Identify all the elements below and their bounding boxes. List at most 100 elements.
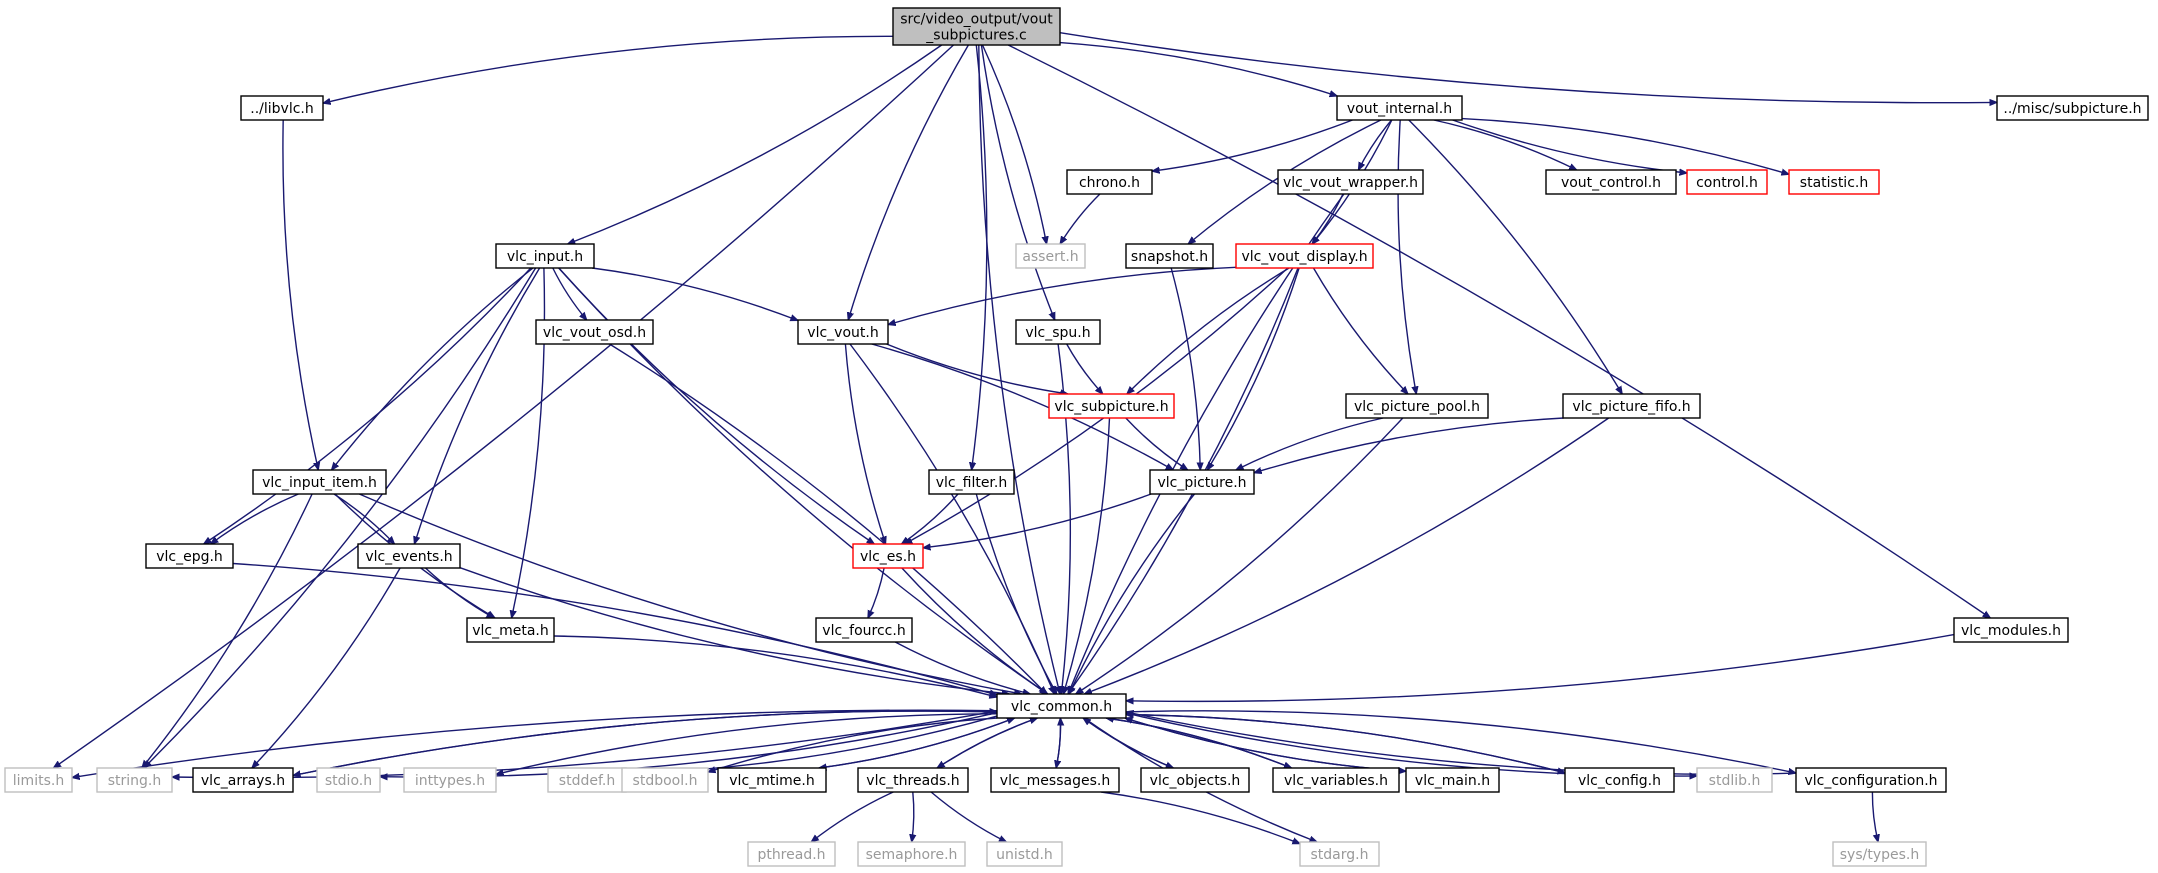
node-vlc_spu[interactable]: vlc_spu.h (1015, 319, 1101, 345)
node-control[interactable]: control.h (1686, 169, 1768, 195)
edge-root-to-vlc_modules (1007, 44, 1990, 618)
node-vlc_es[interactable]: vlc_es.h (852, 543, 924, 569)
node-label-snapshot: snapshot.h (1131, 249, 1208, 265)
edge-vlc_events-to-vlc_arrays (252, 567, 401, 768)
edge-vlc_filter-to-vlc_es (902, 493, 959, 544)
node-box-vlc_threads (857, 767, 969, 793)
node-label-vlc_main: vlc_main.h (1415, 773, 1490, 789)
node-label-vlc_picture_pool: vlc_picture_pool.h (1354, 399, 1480, 415)
node-label-vlc_spu: vlc_spu.h (1025, 325, 1090, 341)
node-vlc_picture_fifo[interactable]: vlc_picture_fifo.h (1562, 393, 1701, 419)
node-vlc_input_item[interactable]: vlc_input_item.h (252, 469, 387, 495)
node-stdio: stdio.h (316, 767, 381, 793)
node-box-vlc_messages (990, 767, 1120, 793)
edge-vlc_threads-to-pthread (811, 791, 894, 842)
node-vlc_vout[interactable]: vlc_vout.h (797, 319, 889, 345)
node-vout_control[interactable]: vout_control.h (1545, 169, 1677, 195)
node-label-limits: limits.h (13, 773, 64, 789)
node-label-stdio: stdio.h (325, 773, 372, 789)
node-label-vlc_common: vlc_common.h (1011, 699, 1112, 715)
edge-vlc_picture_fifo-to-vlc_picture (1254, 417, 1564, 473)
node-vlc_meta[interactable]: vlc_meta.h (466, 617, 555, 643)
node-box-vlc_meta (466, 617, 555, 643)
node-vlc_picture[interactable]: vlc_picture.h (1149, 469, 1255, 495)
node-misc_subpicture[interactable]: ../misc/subpicture.h (1996, 95, 2149, 121)
node-vlc_arrays[interactable]: vlc_arrays.h (192, 767, 294, 793)
node-root[interactable]: src/video_output/vout_subpictures.c (892, 7, 1061, 46)
node-limits: limits.h (4, 767, 73, 793)
node-label-assert: assert.h (1022, 249, 1078, 265)
node-box-limits (4, 767, 73, 793)
node-label-inttypes: inttypes.h (415, 773, 485, 789)
node-vlc_variables[interactable]: vlc_variables.h (1272, 767, 1400, 793)
node-stdlib: stdlib.h (1696, 767, 1773, 793)
edge-vlc_events-to-vlc_meta (425, 567, 495, 618)
node-label-vlc_es: vlc_es.h (860, 549, 916, 565)
node-vlc_fourcc[interactable]: vlc_fourcc.h (815, 617, 913, 643)
node-vlc_events[interactable]: vlc_events.h (357, 543, 461, 569)
node-statistic[interactable]: statistic.h (1788, 169, 1880, 195)
node-label-stdlib: stdlib.h (1709, 773, 1761, 789)
node-vlc_epg[interactable]: vlc_epg.h (145, 543, 234, 569)
edge-vlc_spu-to-vlc_common (1057, 343, 1072, 694)
node-vlc_objects[interactable]: vlc_objects.h (1140, 767, 1250, 793)
node-vlc_messages[interactable]: vlc_messages.h (990, 767, 1120, 793)
edge-vout_internal-to-chrono (1152, 119, 1353, 171)
edge-vlc_input-to-vlc_es (558, 267, 875, 544)
edge-vlc_spu-to-vlc_subpicture (1066, 343, 1103, 394)
node-box-vlc_fourcc (815, 617, 913, 643)
edge-vlc_common-to-limits (72, 709, 998, 777)
edge-root-to-vout_internal (1059, 41, 1337, 96)
node-chrono[interactable]: chrono.h (1066, 169, 1153, 195)
node-libvlc[interactable]: ../libvlc.h (240, 95, 324, 121)
edge-vlc_input-to-vlc_input_item (332, 267, 534, 470)
node-box-stdarg (1299, 841, 1380, 867)
node-snapshot[interactable]: snapshot.h (1125, 243, 1214, 269)
node-string: string.h (96, 767, 173, 793)
node-vlc_subpicture[interactable]: vlc_subpicture.h (1048, 393, 1175, 419)
node-vlc_main[interactable]: vlc_main.h (1405, 767, 1500, 793)
node-box-stdlib (1696, 767, 1773, 793)
node-vlc_filter[interactable]: vlc_filter.h (928, 469, 1015, 495)
edge-vlc_variables-to-vlc_common (1106, 718, 1292, 769)
edge-root-to-vlc_input (568, 44, 943, 245)
node-unistd: unistd.h (986, 841, 1063, 867)
node-box-vlc_input (495, 243, 595, 269)
node-box-vlc_modules (1953, 617, 2069, 643)
node-label-root: _subpictures.c (925, 28, 1026, 44)
node-box-vlc_es (852, 543, 924, 569)
node-label-vlc_modules: vlc_modules.h (1961, 623, 2061, 639)
node-box-snapshot (1125, 243, 1214, 269)
node-label-vlc_meta: vlc_meta.h (472, 623, 549, 639)
edge-vlc_modules-to-vlc_common (1126, 633, 1955, 702)
node-vlc_config[interactable]: vlc_config.h (1564, 767, 1675, 793)
node-vlc_input[interactable]: vlc_input.h (495, 243, 595, 269)
edge-vlc_subpicture-to-vlc_picture (1125, 417, 1188, 470)
node-vlc_modules[interactable]: vlc_modules.h (1953, 617, 2069, 643)
edge-vlc_messages-to-stdarg (1101, 791, 1300, 845)
edge-vlc_main-to-vlc_common (1125, 718, 1407, 772)
node-label-string: string.h (108, 773, 162, 789)
node-vlc_configuration[interactable]: vlc_configuration.h (1795, 767, 1947, 793)
node-box-vlc_objects (1140, 767, 1250, 793)
edge-root-to-vlc_filter (972, 44, 988, 470)
node-vlc_common[interactable]: vlc_common.h (996, 693, 1127, 719)
node-label-vlc_vout_display: vlc_vout_display.h (1241, 249, 1367, 265)
edge-vlc_input-to-vlc_vout_osd (552, 267, 587, 320)
node-vout_internal[interactable]: vout_internal.h (1336, 95, 1463, 121)
node-vlc_vout_wrapper[interactable]: vlc_vout_wrapper.h (1277, 169, 1424, 195)
edge-vlc_vout_display-to-vlc_subpicture (1127, 267, 1290, 394)
node-vlc_threads[interactable]: vlc_threads.h (857, 767, 969, 793)
node-vlc_picture_pool[interactable]: vlc_picture_pool.h (1345, 393, 1489, 419)
node-label-vlc_threads: vlc_threads.h (866, 773, 959, 789)
node-label-control: control.h (1696, 175, 1758, 191)
node-vlc_mtime[interactable]: vlc_mtime.h (717, 767, 827, 793)
node-vlc_vout_display[interactable]: vlc_vout_display.h (1235, 243, 1374, 269)
edge-libvlc-to-vlc_input_item (282, 119, 318, 470)
edge-vlc_input_item-to-string (142, 493, 313, 768)
node-label-vlc_mtime: vlc_mtime.h (729, 773, 814, 789)
edge-vlc_picture_pool-to-vlc_picture (1236, 417, 1384, 470)
node-inttypes: inttypes.h (403, 767, 497, 793)
node-vlc_vout_osd[interactable]: vlc_vout_osd.h (535, 319, 654, 345)
node-box-assert (1015, 243, 1086, 269)
